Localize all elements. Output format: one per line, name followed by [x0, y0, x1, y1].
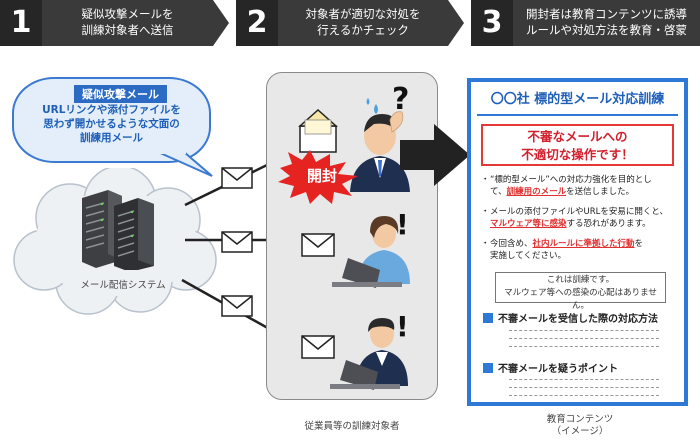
title-divider [477, 114, 678, 116]
opened-person-figure [298, 98, 410, 192]
worried-person-icon [350, 111, 410, 192]
opened-envelope-icon [298, 108, 338, 153]
step-2-number: 2 [236, 0, 278, 46]
placeholder-line [509, 330, 659, 331]
question-mark: ? [392, 82, 410, 117]
person-at-laptop-icon [330, 318, 408, 390]
bullet-2: ・ メールの添付ファイルやURLを安易に開くと、 マルウェア等に感染する恐れがあ… [481, 207, 669, 229]
section-square-icon [483, 313, 493, 323]
step-2-arrow [448, 0, 464, 46]
targets-panel [266, 72, 438, 400]
step-3-text: 開封者は教育コンテンツに誘導 ルールや対処方法を教育・啓蒙 [526, 7, 687, 37]
targets-caption: 従業員等の訓練対象者 [304, 421, 400, 432]
bullet-1: ・ “標的型メール”への対応力強化を目的とし て、訓練用のメールを送信しました。 [481, 175, 652, 197]
education-title: 〇〇社 標的型メール対応訓練 [490, 92, 665, 107]
target-person-2 [301, 216, 410, 288]
placeholder-line [509, 387, 659, 388]
education-caption: 教育コンテンツ （イメージ） [546, 414, 614, 437]
server-icon [82, 190, 154, 270]
envelope-icon [221, 231, 253, 253]
exclamation-mark: ! [396, 208, 409, 241]
person-at-laptop-icon [332, 216, 410, 288]
target-person-3 [301, 318, 408, 390]
bubble-body: URLリンクや添付ファイルを 思わず開かせるような文面の 訓練用メール [42, 104, 181, 144]
step-1-header: 1 疑似攻撃メールを 訓練対象者へ送信 [0, 0, 213, 46]
bubble-tail [156, 150, 213, 177]
opened-burst [278, 150, 358, 204]
envelope-icon [301, 233, 335, 257]
step-3-header: 3 開封者は教育コンテンツに誘導 ルールや対処方法を教育・啓蒙 [471, 0, 700, 46]
bullet-3: ・ 今回含め、社内ルールに準拠した行動を 実施してください。 [481, 239, 644, 261]
envelope-icon [221, 295, 253, 317]
phishing-mail-bubble: 疑似攻撃メール URLリンクや添付ファイルを 思わず開かせるような文面の 訓練用… [12, 77, 211, 163]
exclamation-mark: ! [396, 310, 409, 343]
step-3-number: 3 [471, 0, 513, 46]
section-suspicious-points: 不審メールを疑うポイント [483, 360, 678, 375]
section-square-icon [483, 363, 493, 373]
big-arrow-to-education [400, 124, 470, 186]
step-2-header: 2 対象者が適切な対処を 行えるかチェック [236, 0, 448, 46]
envelope-icon [301, 335, 335, 359]
placeholder-line [509, 346, 659, 347]
step-1-text: 疑似攻撃メールを 訓練対象者へ送信 [81, 7, 174, 37]
bubble-tag: 疑似攻撃メール [74, 85, 167, 103]
warning-box: 不審なメールへの 不適切な操作です！ [481, 124, 674, 166]
training-notice: これは訓練です。 マルウェア等への感染の心配はありません。 [495, 272, 666, 311]
step-2-text: 対象者が適切な対処を 行えるかチェック [305, 7, 421, 37]
placeholder-line [509, 395, 659, 396]
education-content-panel: 〇〇社 標的型メール対応訓練 不審なメールへの 不適切な操作です！ ・ “標的型… [467, 78, 688, 406]
step-1-arrow [213, 0, 229, 46]
opened-label: 開封 [306, 167, 337, 185]
placeholder-line [509, 338, 659, 339]
placeholder-line [509, 379, 659, 380]
step-1-number: 1 [0, 0, 42, 46]
envelope-icon [221, 167, 253, 189]
server-label: メール配信システム [80, 280, 166, 291]
section-response-method: 不審メールを受信した際の対応方法 [483, 310, 678, 325]
